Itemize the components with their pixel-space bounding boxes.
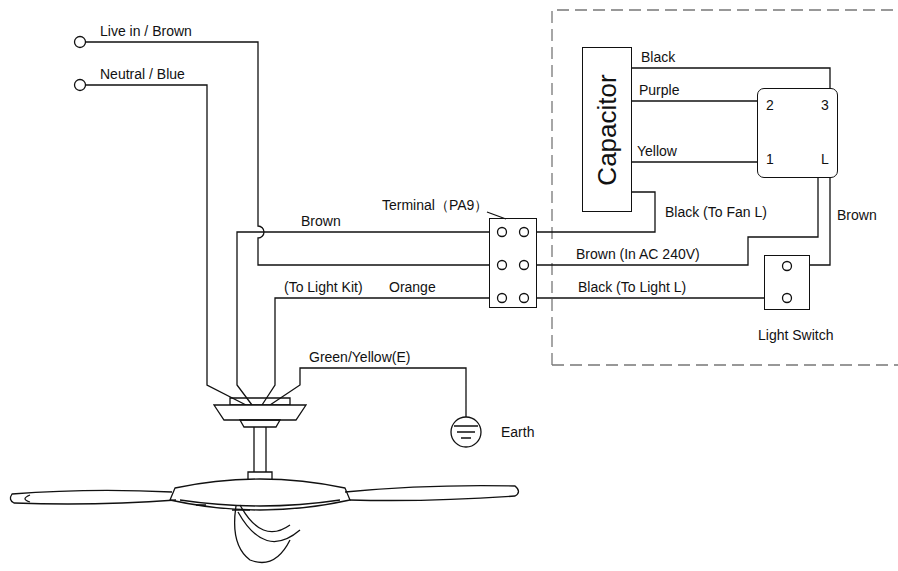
wire xyxy=(537,178,818,265)
light-switch: Light Switch xyxy=(764,255,810,310)
brown-wire xyxy=(237,232,489,405)
earth-symbol xyxy=(451,417,481,447)
part-name: Terminal（PA9） xyxy=(382,197,488,213)
neutral-wire xyxy=(86,85,247,405)
wire-label: Orange xyxy=(388,279,437,295)
wire-label: Brown (In AC 240V) xyxy=(575,246,701,262)
wire-label: Black (To Light L) xyxy=(577,279,687,295)
wire xyxy=(632,100,757,101)
wire-label: Yellow xyxy=(636,143,678,159)
wire-label: Green/Yellow(E) xyxy=(308,349,411,365)
wire xyxy=(537,192,655,232)
wire-label: (To Light Kit) xyxy=(283,279,364,295)
fan-switch-box: 2 3 1 L xyxy=(757,88,838,178)
wire-label: Brown xyxy=(300,213,342,229)
pin-number: L xyxy=(821,151,829,167)
terminal-screws xyxy=(498,228,529,303)
wire-label: Purple xyxy=(638,82,680,98)
capacitor-box: Capacitor xyxy=(582,47,632,212)
enclosure-outline xyxy=(552,10,898,365)
orange-wire xyxy=(262,298,489,405)
part-name: Capacitor xyxy=(592,74,622,185)
ceiling-fan xyxy=(10,398,518,563)
wire-label: Neutral / Blue xyxy=(99,66,186,82)
neutral-terminal xyxy=(75,80,86,91)
live-terminal xyxy=(75,37,86,48)
wire-label: Live in / Brown xyxy=(99,23,193,39)
pin-number: 1 xyxy=(766,151,774,167)
switch-contacts xyxy=(783,262,792,303)
wire-label: Black xyxy=(640,49,676,65)
wire-label: Earth xyxy=(500,424,535,440)
part-name: Light Switch xyxy=(758,327,833,343)
wire xyxy=(810,178,830,265)
wire xyxy=(537,297,764,298)
wire xyxy=(632,161,757,162)
pin-number: 2 xyxy=(766,97,774,113)
pin-number: 3 xyxy=(821,97,829,113)
wire-label: Brown xyxy=(836,207,878,223)
wire-label: Black (To Fan L) xyxy=(664,204,768,220)
terminal-block: Terminal（PA9） xyxy=(489,218,537,308)
